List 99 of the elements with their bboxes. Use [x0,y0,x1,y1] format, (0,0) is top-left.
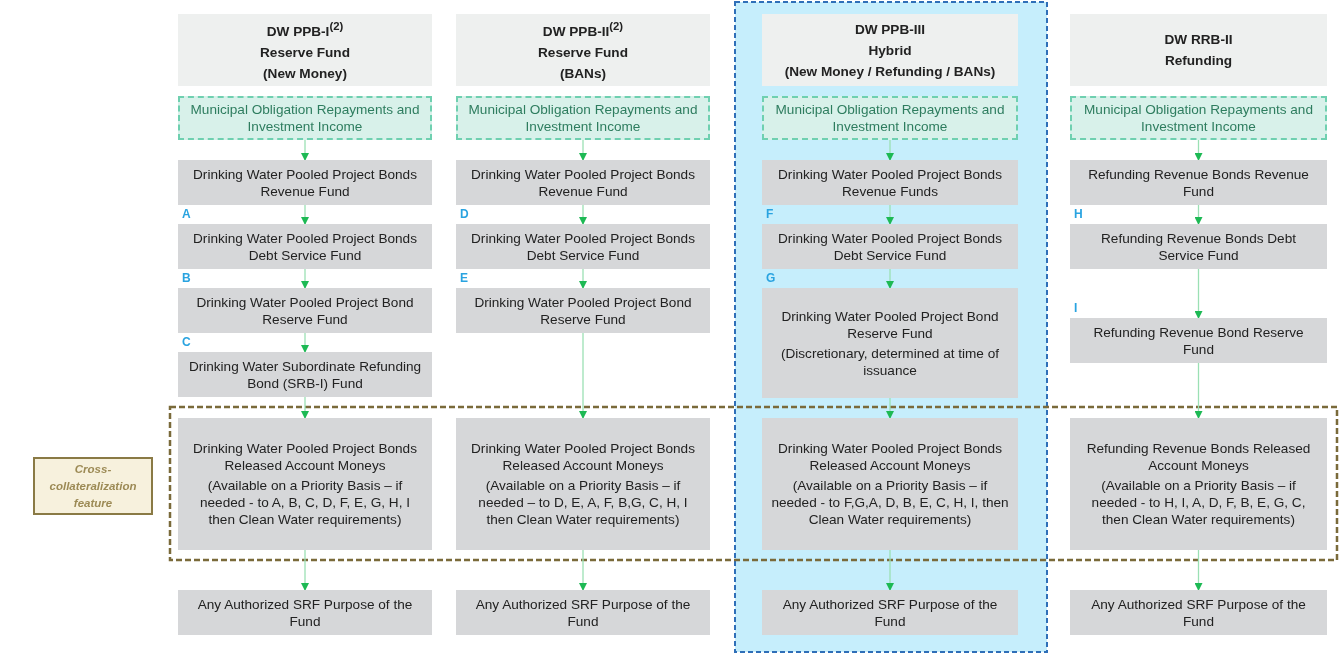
fund-box [178,590,432,635]
fund-name: Refunding Revenue Bonds Revenue Fund [1087,165,1310,200]
source-box [762,96,1018,140]
arrow [579,204,587,225]
arrow [1194,549,1203,591]
column-heading: Reserve Fund [538,43,628,62]
source-box [178,96,432,140]
column-heading: DW PPB-III [854,20,926,39]
arrow [579,549,587,591]
column-heading: Hybrid [868,41,912,60]
fund-name: Refunding Revenue Bonds Debt Service Fund [1100,229,1297,264]
fund-name: Any Authorized SRF Purpose of the Fund [781,595,999,630]
arrow [579,332,587,419]
fund-note: (Available on a Priority Basis – if needed - to F,G,A, D, B, E, C, H, I, then Clean Water requirements) [770,477,1010,528]
arrow [1194,139,1203,161]
fund-box [1070,224,1327,269]
column-heading: DW PPB-II$^{(2)}$ [542,19,624,41]
callout-letter: E [460,271,468,285]
fund-name: Any Authorized SRF Purpose of the Fund [474,595,692,630]
fund-name: Municipal Obligation Repayments and Investment Income [1083,101,1314,135]
fund-box [456,418,710,550]
fund-name: Any Authorized SRF Purpose of the Fund [196,595,414,630]
fund-name: Drinking Water Subordinate Refunding Bond (SRB-I) Fund [187,357,423,392]
fund-box [178,352,432,397]
callout-letter: C [182,335,191,349]
fund-box [762,590,1018,635]
fund-box [456,288,710,333]
arrow [301,396,309,419]
note-box [33,457,153,515]
fund-name: Refunding Revenue Bonds Released Account Moneys [1085,440,1312,474]
fund-box [178,160,432,205]
fund-name: Drinking Water Pooled Project Bonds Debt Service Fund [192,229,418,264]
arrow [301,139,309,161]
fund-name: Drinking Water Pooled Project Bonds Debt Service Fund [777,229,1003,264]
callout-letter: A [182,207,191,221]
column-heading: DW RRB-II [1164,31,1233,49]
column-heading: Reserve Fund [260,43,350,62]
arrow [886,549,894,591]
fund-box [762,418,1018,550]
fund-box [762,224,1018,269]
arrow [886,204,894,225]
header-box [762,14,1018,86]
column-heading: (BANs) [559,64,607,83]
arrow [579,268,587,289]
callout-letter: I [1074,301,1078,315]
fund-name: Drinking Water Pooled Project Bond Reserve Fund [195,293,415,328]
fund-box [178,224,432,269]
fund-box [762,160,1018,205]
arrow [886,397,894,419]
fund-box [1070,590,1327,635]
fund-name: Drinking Water Pooled Project Bonds Debt Service Fund [470,229,696,264]
fund-name: Drinking Water Pooled Project Bonds Revenue Fund [470,165,696,200]
fund-name: Municipal Obligation Repayments and Investment Income [189,101,421,135]
source-box [1070,96,1327,140]
fund-note: (Available on a Priority Basis – if needed - to H, I, A, D, F, B, E, G, C, then Clean Water requirements) [1090,477,1307,528]
arrow [1194,204,1203,225]
fund-note: (Discretionary, determined at time of issuance [779,344,1001,379]
fund-name: Drinking Water Pooled Project Bond Reserve Fund [780,307,1000,342]
callout-letter: B [182,271,191,285]
fund-name: Refunding Revenue Bond Reserve Fund [1092,323,1305,358]
fund-name: Drinking Water Pooled Project Bonds Released Account Moneys [470,440,696,474]
fund-box [1070,160,1327,205]
callout-letter: D [460,207,469,221]
fund-note: (Available on a Priority Basis – if needed - to A, B, C, D, F, E, G, H, I then Clean Water requirements) [198,477,411,528]
fund-name: Cross-collateralization feature [48,461,138,511]
fund-name: Drinking Water Pooled Project Bonds Released Account Moneys [192,440,418,474]
arrow [1194,268,1203,319]
column-heading: Refunding [1164,52,1233,70]
fund-box [1070,318,1327,363]
callout-letter: F [766,207,774,221]
arrow [301,204,309,225]
callout-letter: G [766,271,776,285]
fund-box [456,224,710,269]
arrow [579,139,587,161]
fund-note: (Available on a Priority Basis – if needed – to D, E, A, F, B,G, C, H, I then Clean Water requirements) [477,477,689,528]
fund-box [178,418,432,550]
arrow [886,268,894,289]
fund-name: Drinking Water Pooled Project Bonds Revenue Fund [192,165,418,200]
fund-name: Drinking Water Pooled Project Bonds Released Account Moneys [777,440,1003,474]
fund-name: Drinking Water Pooled Project Bond Reserve Fund [473,293,693,328]
column-heading: (New Money / Refunding / BANs) [784,62,996,81]
arrow [886,139,894,161]
column-heading: DW PPB-I$^{(2)}$ [266,19,344,41]
fund-name: Municipal Obligation Repayments and Investment Income [774,101,1006,135]
fund-box [178,288,432,333]
source-box [456,96,710,140]
arrow [301,268,309,289]
arrow [1194,362,1203,419]
arrow [301,332,309,353]
fund-box [762,288,1018,398]
fund-name: Any Authorized SRF Purpose of the Fund [1090,595,1307,630]
arrow [301,549,309,591]
fund-box [456,590,710,635]
fund-box [1070,418,1327,550]
fund-name: Municipal Obligation Repayments and Investment Income [467,101,699,135]
fund-name: Drinking Water Pooled Project Bonds Revenue Funds [777,165,1003,200]
callout-letter: H [1074,207,1083,221]
column-heading: (New Money) [263,64,347,83]
fund-box [456,160,710,205]
